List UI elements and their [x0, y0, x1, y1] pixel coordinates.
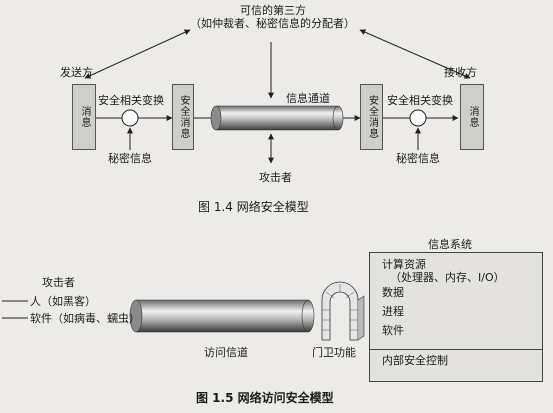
channel-label: 信息通道	[286, 92, 330, 105]
trusted-party-label: 可信的第三方	[240, 4, 306, 17]
transform-circle-left	[121, 109, 139, 127]
attacker-label: 攻击者	[259, 171, 292, 184]
gatekeeper-gate-icon	[321, 281, 365, 341]
secret-info-receiver: 秘密信息	[396, 152, 440, 165]
access-channel-cylinder	[129, 299, 315, 333]
figure-caption-1-5: 图 1.5 网络访问安全模型	[196, 391, 334, 405]
sender-label: 发送方	[60, 66, 93, 79]
resources-label: 计算资源	[382, 258, 426, 271]
software-label: 软件	[382, 324, 404, 337]
secret-info-sender: 秘密信息	[108, 152, 152, 165]
gatekeeper-label: 门卫功能	[312, 346, 356, 359]
panel-divider	[370, 349, 542, 350]
message-box-receiver: 消息	[460, 84, 484, 150]
info-system-title: 信息系统	[428, 238, 472, 251]
attacker-human: 人（如黑客）	[30, 295, 96, 308]
transform-circle-right	[409, 109, 427, 127]
message-box-sender: 消息	[72, 84, 96, 150]
process-label: 进程	[382, 305, 404, 318]
attacker-software: 软件（如病毒、蠕虫）	[30, 312, 140, 325]
resources-detail: （处理器、内存、I/O）	[390, 271, 505, 284]
arrow-trusted-to-sender	[84, 29, 191, 79]
receiver-label: 接收方	[444, 66, 477, 79]
figure-caption-1-4: 图 1.4 网络安全模型	[198, 200, 309, 214]
trusted-party-detail: （如仲裁者、秘密信息的分配者）	[190, 17, 355, 30]
access-channel-label: 访问信道	[204, 346, 248, 359]
secure-message-box-receiver: 安全消息	[360, 84, 383, 150]
info-system-panel: 计算资源 （处理器、内存、I/O） 数据 进程 软件 内部安全控制	[369, 252, 543, 382]
channel-cylinder	[210, 105, 344, 131]
transform-label-sender: 安全相关变换	[98, 94, 164, 107]
data-label: 数据	[382, 286, 404, 299]
arrow-trusted-to-receiver	[359, 29, 471, 79]
transform-label-receiver: 安全相关变换	[387, 94, 453, 107]
attacker-label-2: 攻击者	[42, 276, 75, 289]
internal-control-label: 内部安全控制	[382, 354, 448, 367]
secure-message-box-sender: 安全消息	[172, 84, 194, 150]
